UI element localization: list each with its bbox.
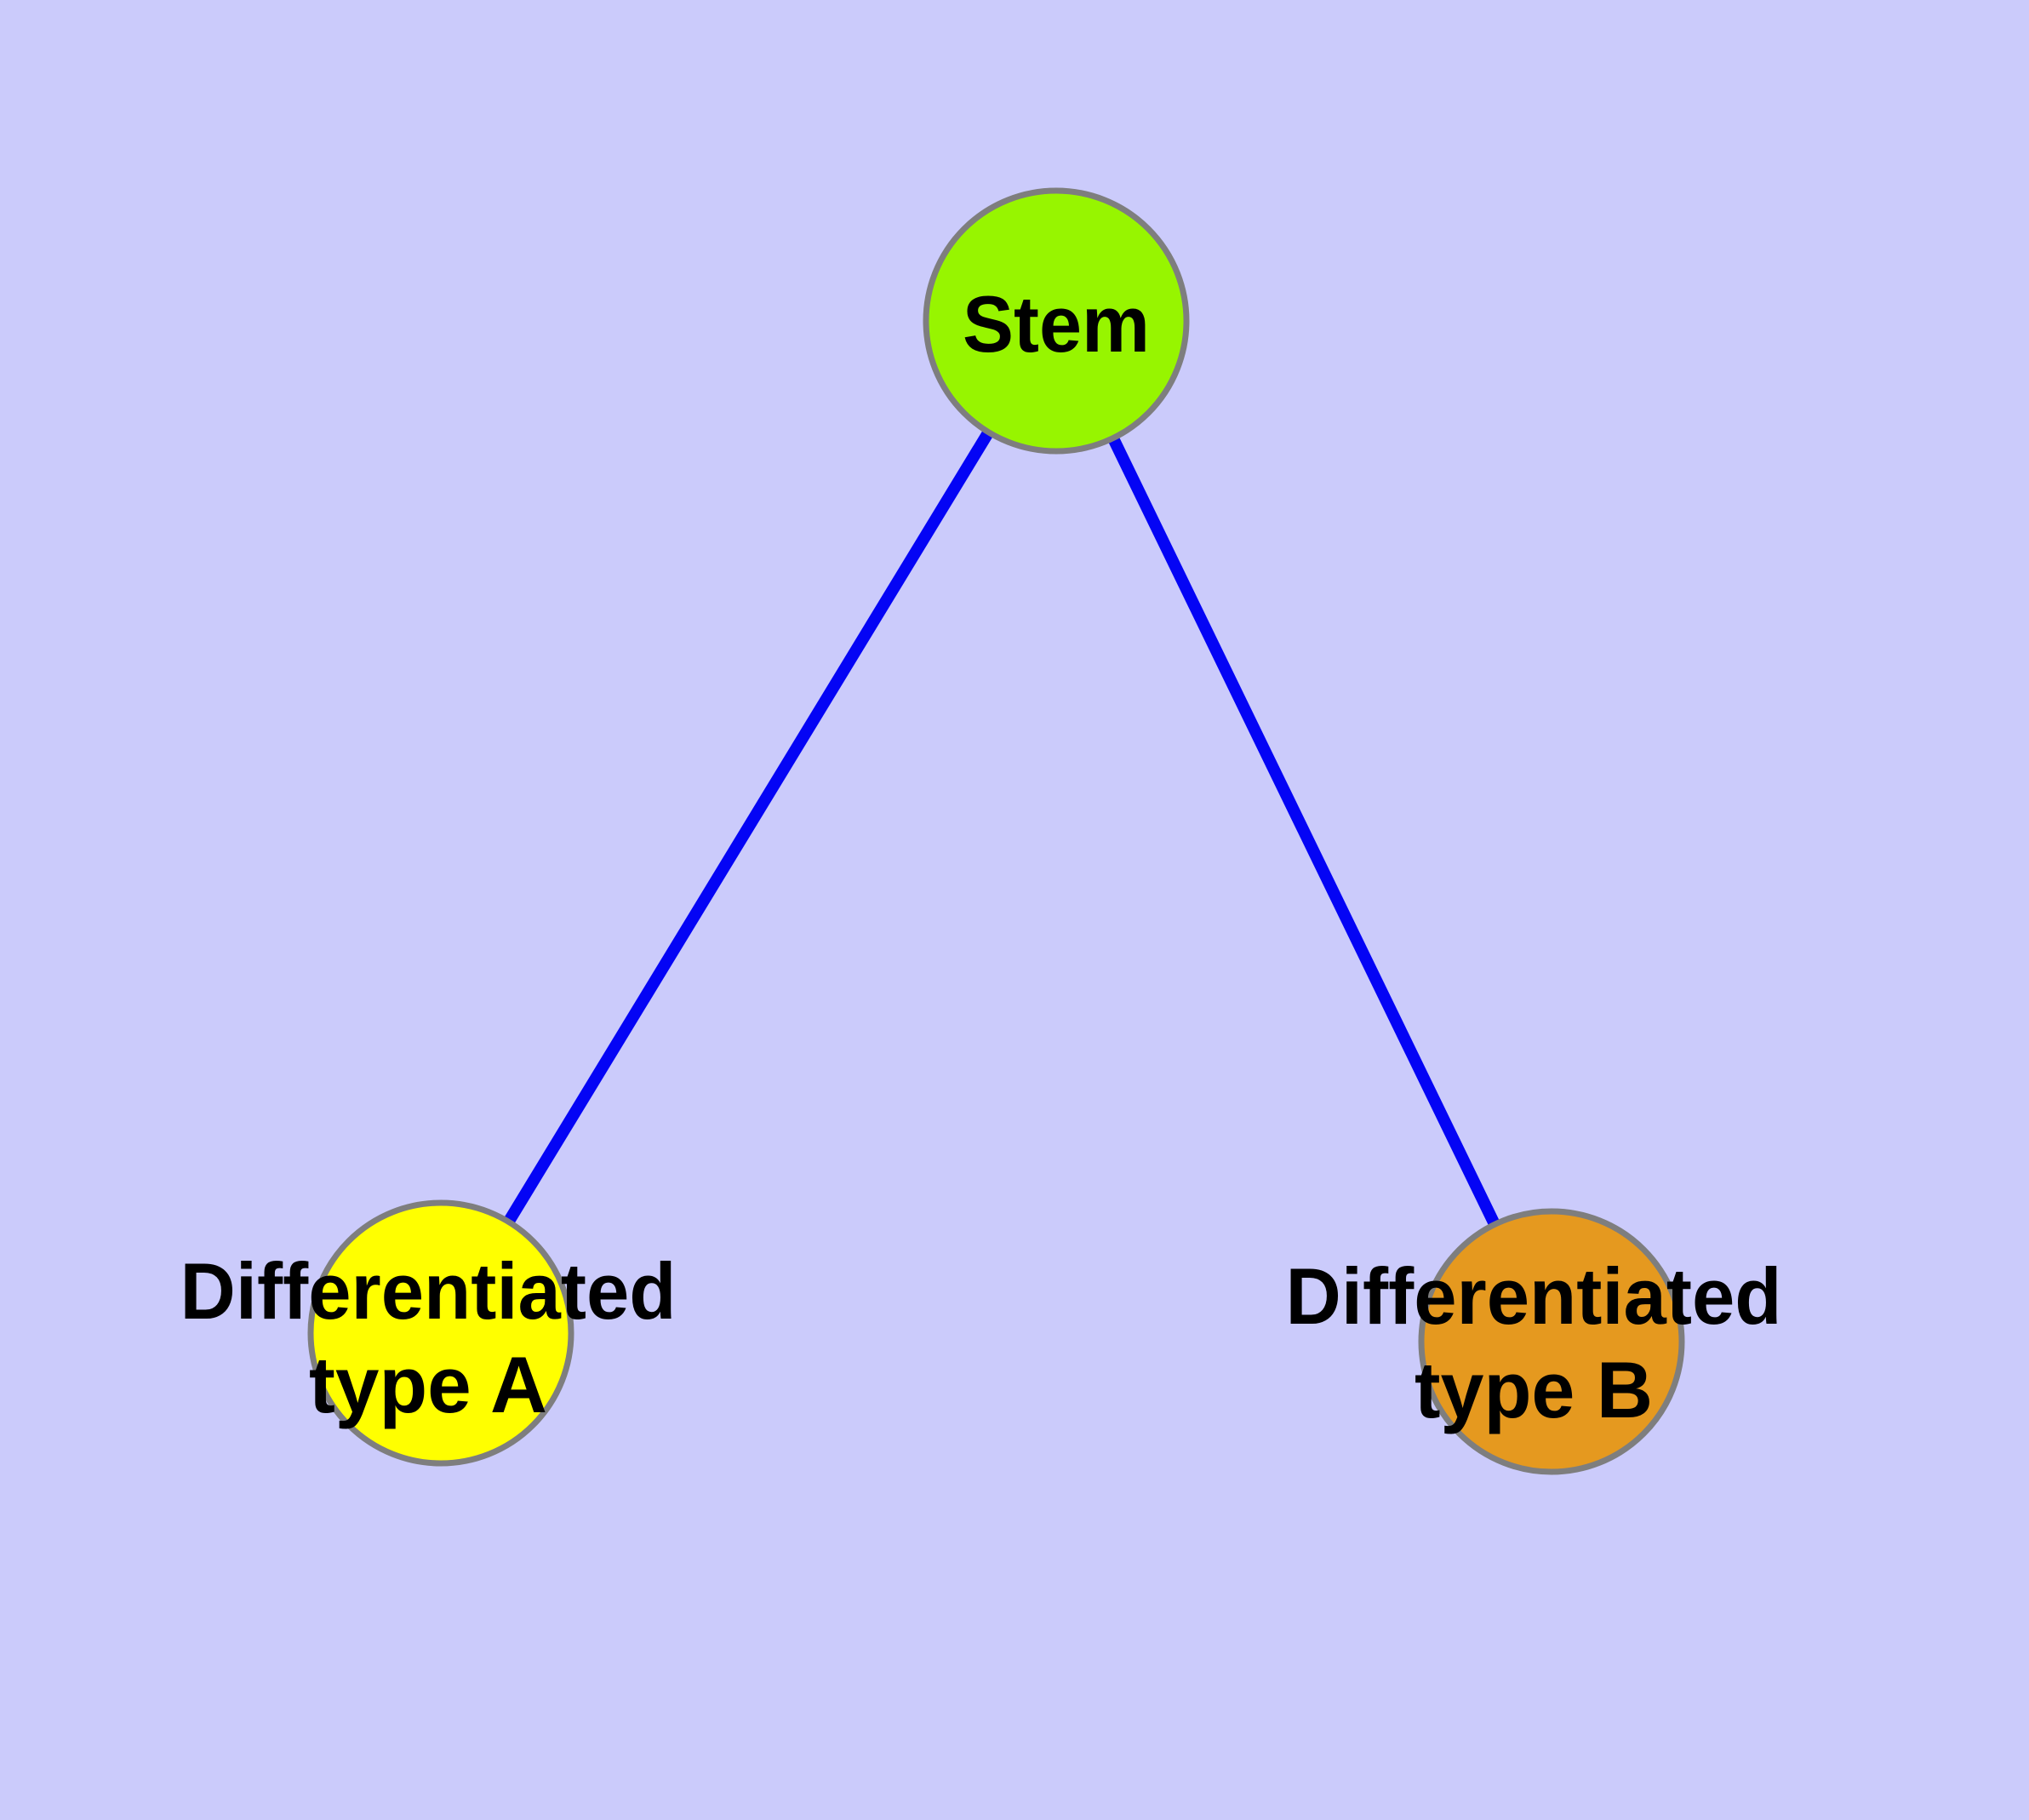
node-stem-label: Stem [963, 279, 1150, 369]
node-stem-circle [923, 187, 1190, 455]
node-differentiated-type-b: Differentiated type B [1286, 1208, 1782, 1475]
edge-stem-to-type-a [436, 318, 1061, 1336]
edge-stem-to-type-b [1050, 318, 1557, 1345]
node-type-a-circle [307, 1199, 574, 1467]
node-type-a-label-line2: type A [309, 1340, 547, 1429]
node-type-b-label-line2: type B [1415, 1345, 1653, 1434]
node-differentiated-type-a: Differentiated type A [180, 1199, 677, 1467]
node-type-b-label-line1: Differentiated [1286, 1251, 1782, 1341]
node-type-b-circle [1418, 1208, 1685, 1475]
node-type-a-label-line1: Differentiated [180, 1246, 677, 1336]
node-stem: Stem [923, 187, 1190, 455]
